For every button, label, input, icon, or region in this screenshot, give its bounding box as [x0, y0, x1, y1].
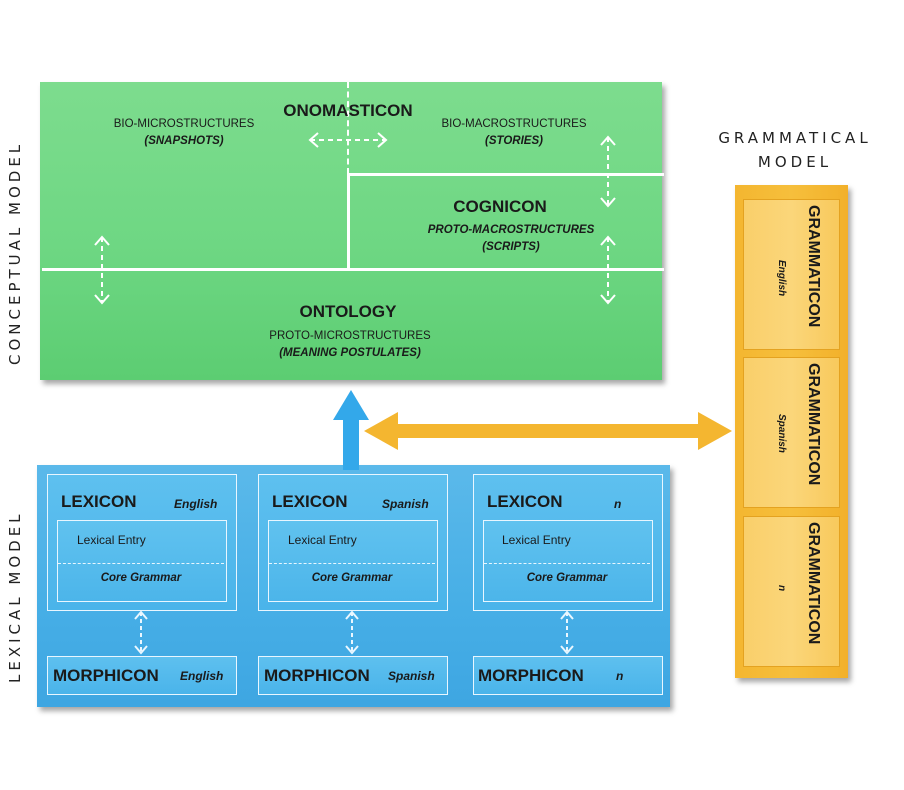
lexicon-english-title: LEXICON [61, 492, 137, 511]
scripts-label: (SCRIPTS) [482, 241, 540, 253]
grammaticon-n-title: GRAMMATICON [805, 522, 822, 645]
ontology-top-divider [42, 268, 664, 271]
lexical-entry-english-divider [58, 563, 224, 564]
conceptual-model-panel [40, 82, 664, 380]
grammaticon-spanish-box: GRAMMATICON Spanish [743, 357, 840, 508]
core-grammar-spanish-label: Core Grammar [311, 572, 393, 584]
vertical-dashed-divider [347, 82, 349, 174]
grammaticon-spanish-title: GRAMMATICON [805, 363, 822, 486]
morphicon-spanish-box [258, 656, 448, 695]
bio-microstructures-label: BIO-MICROSTRUCTURES [113, 118, 255, 130]
morphicon-english-box [47, 656, 237, 695]
grammaticon-spanish-lang: Spanish [776, 414, 787, 453]
lexical-entry-n-divider [484, 563, 650, 564]
grammatical-model-label: GRAMMATICAL MODEL [700, 126, 890, 174]
morphicon-english-title: MORPHICON [53, 666, 159, 685]
lexicon-english-lang: English [174, 497, 218, 511]
lexicon-spanish-lang: Spanish [382, 497, 429, 511]
morphicon-n-lang: n [616, 669, 624, 683]
cognicon-left-divider [347, 173, 350, 269]
gold-arrow-right-head [698, 412, 732, 450]
proto-microstructures-label: PROTO-MICROSTRUCTURES [269, 330, 431, 342]
lexical-grammatical-double-arrow [364, 412, 732, 450]
lexical-to-conceptual-arrow [333, 390, 369, 470]
ontology-title: ONTOLOGY [299, 302, 397, 321]
lexical-entry-spanish-divider [269, 563, 435, 564]
morphicon-spanish-title: MORPHICON [264, 666, 370, 685]
gold-arrow-left-head [364, 412, 398, 450]
snapshots-label: (SNAPSHOTS) [144, 135, 224, 147]
grammaticon-english-box: GRAMMATICON English [743, 199, 840, 350]
grammatical-model-label-line1: GRAMMATICAL [718, 129, 872, 147]
lexical-entry-n-label: Lexical Entry [502, 533, 571, 547]
core-grammar-n-label: Core Grammar [526, 572, 608, 584]
cognicon-top-divider [348, 173, 664, 176]
grammaticon-english-title: GRAMMATICON [805, 205, 822, 328]
proto-macrostructures-label: PROTO-MACROSTRUCTURES [427, 224, 595, 236]
gold-arrow-shaft [390, 424, 704, 438]
lexicon-spanish-title: LEXICON [272, 492, 348, 511]
grammatical-model-panel: GRAMMATICON English GRAMMATICON Spanish … [735, 185, 848, 678]
grammaticon-n-lang: n [776, 585, 787, 592]
morphicon-english-lang: English [180, 669, 224, 683]
core-grammar-english-label: Core Grammar [100, 572, 182, 584]
blue-arrow-head [333, 390, 369, 420]
lexical-entry-english-box [57, 520, 227, 602]
morphicon-n-box [473, 656, 663, 695]
lexical-model-label: LEXICAL MODEL [6, 510, 24, 683]
lexical-entry-spanish-box [268, 520, 438, 602]
conceptual-model-label: CONCEPTUAL MODEL [6, 140, 24, 365]
cognicon-title: COGNICON [453, 197, 547, 216]
lexicon-n-title: LEXICON [487, 492, 563, 511]
grammaticon-n-box: GRAMMATICON n [743, 516, 840, 667]
morphicon-spanish-lang: Spanish [388, 669, 435, 683]
lexical-entry-n-box [483, 520, 653, 602]
grammatical-model-label-line2: MODEL [757, 153, 833, 171]
lexical-entry-english-label: Lexical Entry [77, 533, 146, 547]
onomasticon-title: ONOMASTICON [283, 101, 413, 120]
meaning-postulates-label: (MEANING POSTULATES) [279, 347, 421, 359]
stories-label: (STORIES) [485, 135, 543, 147]
blue-arrow-shaft [343, 418, 359, 470]
lexical-entry-spanish-label: Lexical Entry [288, 533, 357, 547]
lexicon-n-lang: n [614, 497, 622, 511]
grammaticon-english-lang: English [776, 260, 787, 297]
bio-macrostructures-label: BIO-MACROSTRUCTURES [441, 118, 587, 130]
morphicon-n-title: MORPHICON [478, 666, 584, 685]
